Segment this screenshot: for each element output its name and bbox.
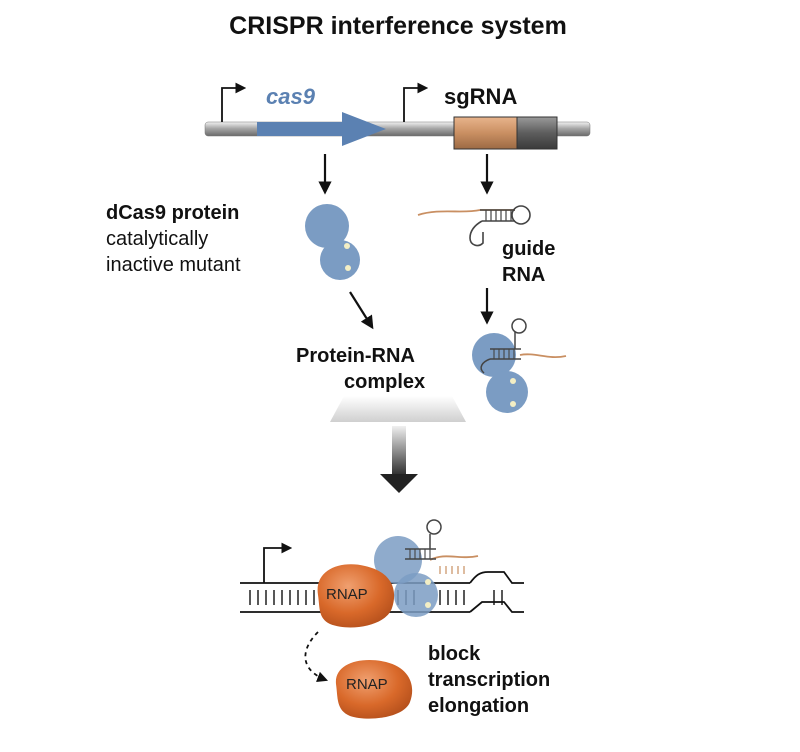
rnap-label-top: RNAP (326, 586, 368, 603)
rnap-released (335, 660, 413, 719)
rnap-on-dna (317, 564, 395, 628)
displacement-arrow (304, 631, 329, 682)
complex-line1: Protein-RNA (296, 345, 415, 367)
rnap-label-bottom: RNAP (346, 676, 388, 693)
bottom-promoter-arrow (263, 542, 293, 583)
complex-shadow (330, 396, 466, 422)
sgrna-label: sgRNA (444, 84, 517, 109)
dcas9-line1: catalytically (106, 228, 208, 250)
bound-dcas9-complex (374, 519, 479, 617)
outcome-line1: block (428, 643, 481, 665)
cas9-gene-arrow (257, 112, 386, 146)
protein-rna-complex-shape (472, 318, 567, 413)
sgrna-gene-dark (516, 116, 558, 150)
guide-rna-line1: guide (502, 238, 555, 260)
guide-rna-line2: RNA (502, 264, 545, 286)
dcas9-to-complex-arrow (349, 291, 374, 330)
big-arrow-head (380, 474, 418, 493)
complex-line2: complex (344, 371, 425, 393)
sgrna-promoter-arrow (403, 82, 429, 122)
sgrna-gene-orange (453, 116, 518, 150)
cas9-label: cas9 (266, 84, 316, 109)
diagram-title: CRISPR interference system (229, 12, 567, 40)
guide-rna-shape (417, 205, 531, 247)
dcas9-protein-shape (305, 204, 360, 280)
cas9-promoter-arrow (221, 82, 247, 122)
big-arrow-stem (392, 426, 406, 474)
dcas9-title: dCas9 protein (106, 202, 239, 224)
outcome-line3: elongation (428, 695, 529, 717)
dcas9-line2: inactive mutant (106, 254, 241, 276)
outcome-line2: transcription (428, 669, 550, 691)
